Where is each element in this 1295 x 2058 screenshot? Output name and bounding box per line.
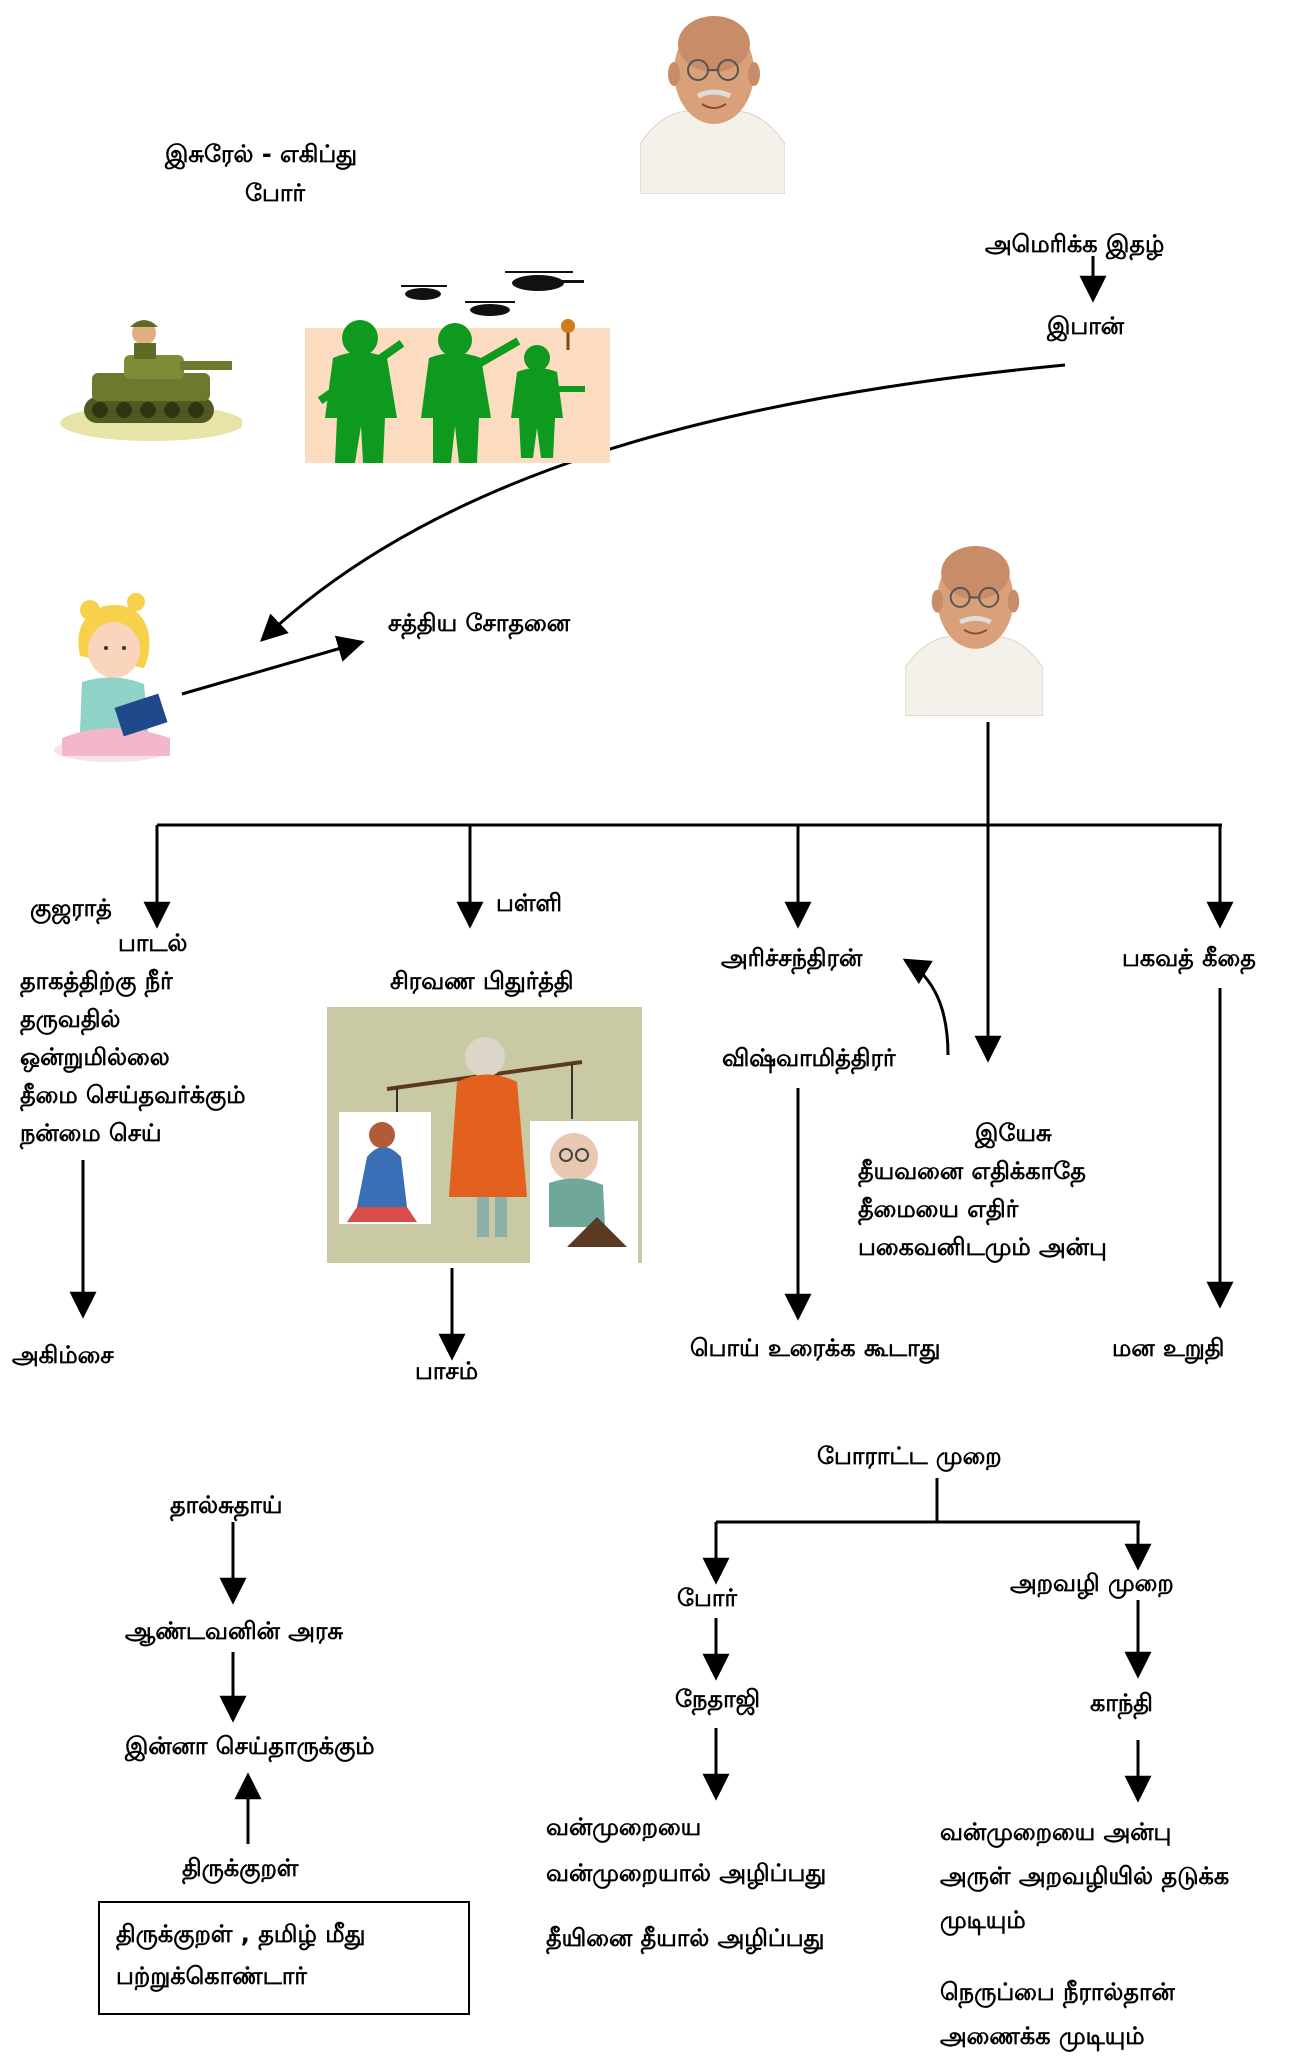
jesus-teachings: தீயவனை எதிக்காதே தீமையை எதிர் பகைவனிடமும… <box>858 1152 1107 1266</box>
american-magazine-label: அமெரிக்க இதழ் <box>985 230 1165 258</box>
shravana-label: சிரவண பிதுர்த்தி <box>390 967 574 995</box>
netaji-line: வன்முறையால் அழிப்பது <box>546 1859 827 1887</box>
netaji-method-lines: வன்முறையை வன்முறையால் அழிப்பது <box>546 1804 826 1896</box>
gandhi-portrait-middle <box>904 530 1044 724</box>
song-lines: தாகத்திற்கு நீர் தருவதில் ஒன்றுமில்லை தீ… <box>20 962 246 1152</box>
jesus-line: தீயவனை எதிக்காதே <box>858 1157 1086 1185</box>
gandhi-water-line: நெருப்பை நீரால்தான் <box>940 1978 1175 2006</box>
result-no-lying: பொய் உரைக்க கூடாது <box>690 1334 941 1362</box>
girl-reading-illustration <box>52 588 192 772</box>
netaji-label: நேதாஜி <box>675 1685 761 1713</box>
truth-experiment-label: சத்திய சோதனை <box>388 609 571 637</box>
result-resolve: மன உறுதி <box>1112 1334 1225 1362</box>
tolstoy-label: தால்சுதாய் <box>170 1491 283 1519</box>
song-line: ஒன்றுமில்லை <box>20 1043 170 1071</box>
thirukkural-label: திருக்குறள் <box>182 1854 299 1882</box>
song-line: தீமை செய்தவர்க்கும் <box>20 1081 246 1109</box>
gandhi-portrait-top <box>639 4 786 198</box>
soldiers-illustration <box>305 258 610 467</box>
tank-illustration <box>52 305 244 449</box>
gandhi-line: அருள் அறவழியில் தடுக்க <box>940 1862 1230 1890</box>
netaji-fire-line: தீயினை தீயால் அழிப்பது <box>546 1924 825 1952</box>
war-label-line2: போர் <box>245 179 305 207</box>
vishwamitra-label: விஷ்வாமித்திரர் <box>722 1044 896 1072</box>
note-line-1: திருக்குறள் , தமிழ் மீது <box>116 1920 366 1948</box>
kural-line-label: இன்னா செய்தாருக்கும் <box>125 1732 375 1760</box>
gandhi-water-line: அணைக்க முடியும் <box>940 2022 1145 2050</box>
branch-bhagavad-gita: பகவத் கீதை <box>1122 944 1256 972</box>
song-line: தாகத்திற்கு நீர் <box>20 967 173 995</box>
song-title: பாடல் <box>118 929 188 957</box>
jesus-title: இயேசு <box>975 1119 1052 1147</box>
branch-school: பள்ளி <box>496 889 563 917</box>
branch-harishchandra: அரிச்சந்திரன் <box>721 944 863 972</box>
gandhi-label: காந்தி <box>1090 1689 1153 1717</box>
method-war: போர் <box>677 1584 737 1612</box>
thirukkural-note-box: திருக்குறள் , தமிழ் மீது பற்றுக்கொண்டார் <box>98 1901 470 2015</box>
jesus-line: பகைவனிடமும் அன்பு <box>858 1233 1107 1261</box>
ivan-label: இபான் <box>1047 312 1125 340</box>
song-line: நன்மை செய் <box>20 1119 162 1147</box>
result-ahimsa: அகிம்சை <box>12 1341 114 1369</box>
jesus-line: தீமையை எதிர் <box>858 1195 1019 1223</box>
war-label-line1: இசுரேல் - எகிப்து <box>165 140 358 168</box>
song-line: தருவதில் <box>20 1005 121 1033</box>
shravana-illustration <box>327 1007 642 1267</box>
gandhi-line: முடியும் <box>940 1906 1026 1934</box>
method-ethical: அறவழி முறை <box>1010 1569 1174 1597</box>
gandhi-method-lines: வன்முறையை அன்பு அருள் அறவழியில் தடுக்க ம… <box>940 1810 1229 1942</box>
netaji-line: வன்முறையை <box>546 1813 702 1841</box>
struggle-method-title: போராட்ட முறை <box>817 1442 1002 1470</box>
gandhi-water-lines: நெருப்பை நீரால்தான் அணைக்க முடியும் <box>940 1970 1175 2058</box>
branch-gujarat: குஜராத் <box>30 894 112 922</box>
note-line-2: பற்றுக்கொண்டார் <box>116 1962 307 1990</box>
kingdom-of-god-label: ஆண்டவனின் அரசு <box>125 1617 344 1645</box>
result-affection: பாசம் <box>415 1357 478 1385</box>
gandhi-line: வன்முறையை அன்பு <box>940 1818 1172 1846</box>
